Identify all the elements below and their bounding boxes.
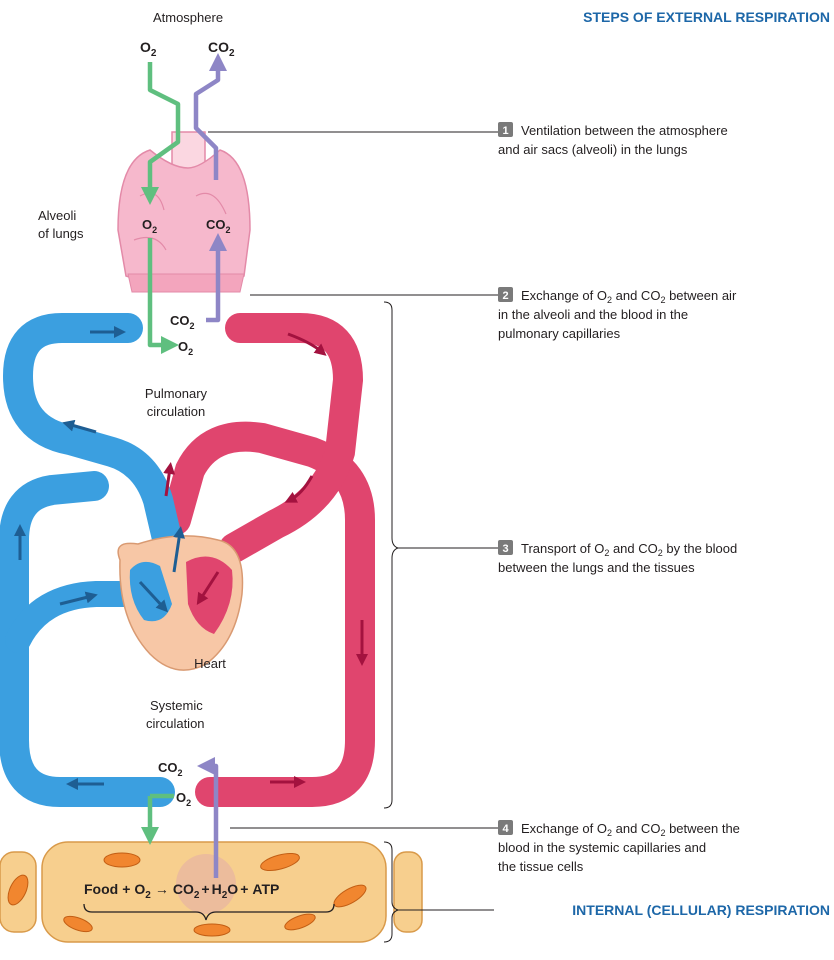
step-2-line1: Exchange of O2 and CO2 between air xyxy=(521,288,737,305)
co2-tissue-to-blood xyxy=(197,757,219,878)
o2-alveoli-to-blood xyxy=(147,238,179,354)
step-3-number: 3 xyxy=(502,543,508,555)
alveoli-label-line2: of lungs xyxy=(38,226,84,241)
leaders xyxy=(208,131,498,943)
bracket-transport xyxy=(383,301,400,809)
step-4-line3: the tissue cells xyxy=(498,859,584,874)
atmosphere-label: Atmosphere xyxy=(153,10,223,25)
left-heart xyxy=(186,556,233,634)
step-4-line2: blood in the systemic capillaries and xyxy=(498,840,706,855)
systemic-label-line2: circulation xyxy=(146,716,205,731)
pulmonary-label-line1: Pulmonary xyxy=(145,386,208,401)
o2-systemic: O2 xyxy=(176,790,191,808)
step-2-line3: pulmonary capillaries xyxy=(498,326,621,341)
cellular-respiration-equation: Food+O2→CO2+H2O+ATP xyxy=(84,881,279,901)
step-2-number: 2 xyxy=(502,290,508,302)
gas-paths xyxy=(141,53,227,878)
o2-alveoli: O2 xyxy=(142,217,157,235)
step-4-badge xyxy=(498,820,513,835)
lung-body xyxy=(117,149,251,286)
systemic-label-line1: Systemic xyxy=(150,698,203,713)
mitochondrion xyxy=(284,913,316,931)
step-2-badge xyxy=(498,287,513,302)
co2-pulmonary: CO2 xyxy=(170,313,195,331)
co2-alveoli-to-atmosphere xyxy=(193,53,227,180)
co2-blood-to-alveoli xyxy=(206,233,227,323)
step-3-line2: between the lungs and the tissues xyxy=(498,560,695,575)
step-2-line2: in the alveoli and the blood in the xyxy=(498,307,688,322)
step-1-badge xyxy=(498,122,513,137)
pulmonary-artery xyxy=(2,313,187,575)
mitochondrion xyxy=(193,923,231,937)
step-4-line1: Exchange of O2 and CO2 between the xyxy=(521,821,740,838)
nucleus xyxy=(176,854,236,914)
external-respiration-heading: STEPS OF EXTERNAL RESPIRATION xyxy=(583,9,830,25)
tissue-cells xyxy=(0,841,423,943)
step-4-number: 4 xyxy=(502,823,509,835)
lungs xyxy=(117,131,251,293)
systemic-artery xyxy=(161,421,375,807)
internal-respiration-heading: INTERNAL (CELLULAR) RESPIRATION xyxy=(572,902,830,918)
step-1-line1: Ventilation between the atmosphere xyxy=(521,123,728,138)
step-1-number: 1 xyxy=(502,125,508,137)
o2-pulmonary: O2 xyxy=(178,339,193,357)
heart-label: Heart xyxy=(194,656,226,671)
o2-atmosphere-to-alveoli xyxy=(141,62,181,205)
o2-atmosphere: O2 xyxy=(140,39,157,59)
blood-vessels xyxy=(0,313,375,807)
step-3: 3 Transport of O2 and CO2 by the blood b… xyxy=(498,540,737,575)
co2-atmosphere: CO2 xyxy=(208,39,235,59)
step-2: 2 Exchange of O2 and CO2 between air in … xyxy=(498,287,737,341)
step-1-line2: and air sacs (alveoli) in the lungs xyxy=(498,142,688,157)
step-1: 1 Ventilation between the atmosphere and… xyxy=(498,122,728,157)
mitochondrion xyxy=(103,852,141,868)
lung-base xyxy=(127,273,245,293)
equation-brace xyxy=(83,903,335,921)
step-3-line1: Transport of O2 and CO2 by the blood xyxy=(521,541,737,558)
co2-systemic: CO2 xyxy=(158,760,183,778)
heart xyxy=(117,462,244,671)
mitochondrion xyxy=(63,915,93,933)
alveoli-label-line1: Alveoli xyxy=(38,208,76,223)
systemic-vein xyxy=(0,471,175,807)
step-3-badge xyxy=(498,540,513,555)
tissue-cell-right xyxy=(393,851,423,933)
co2-alveoli: CO2 xyxy=(206,217,231,235)
pulmonary-vein xyxy=(219,313,364,563)
step-4: 4 Exchange of O2 and CO2 between the blo… xyxy=(498,820,740,874)
pulmonary-label-line2: circulation xyxy=(147,404,206,419)
mitochondrion xyxy=(260,852,300,872)
mitochondrion xyxy=(7,874,29,906)
